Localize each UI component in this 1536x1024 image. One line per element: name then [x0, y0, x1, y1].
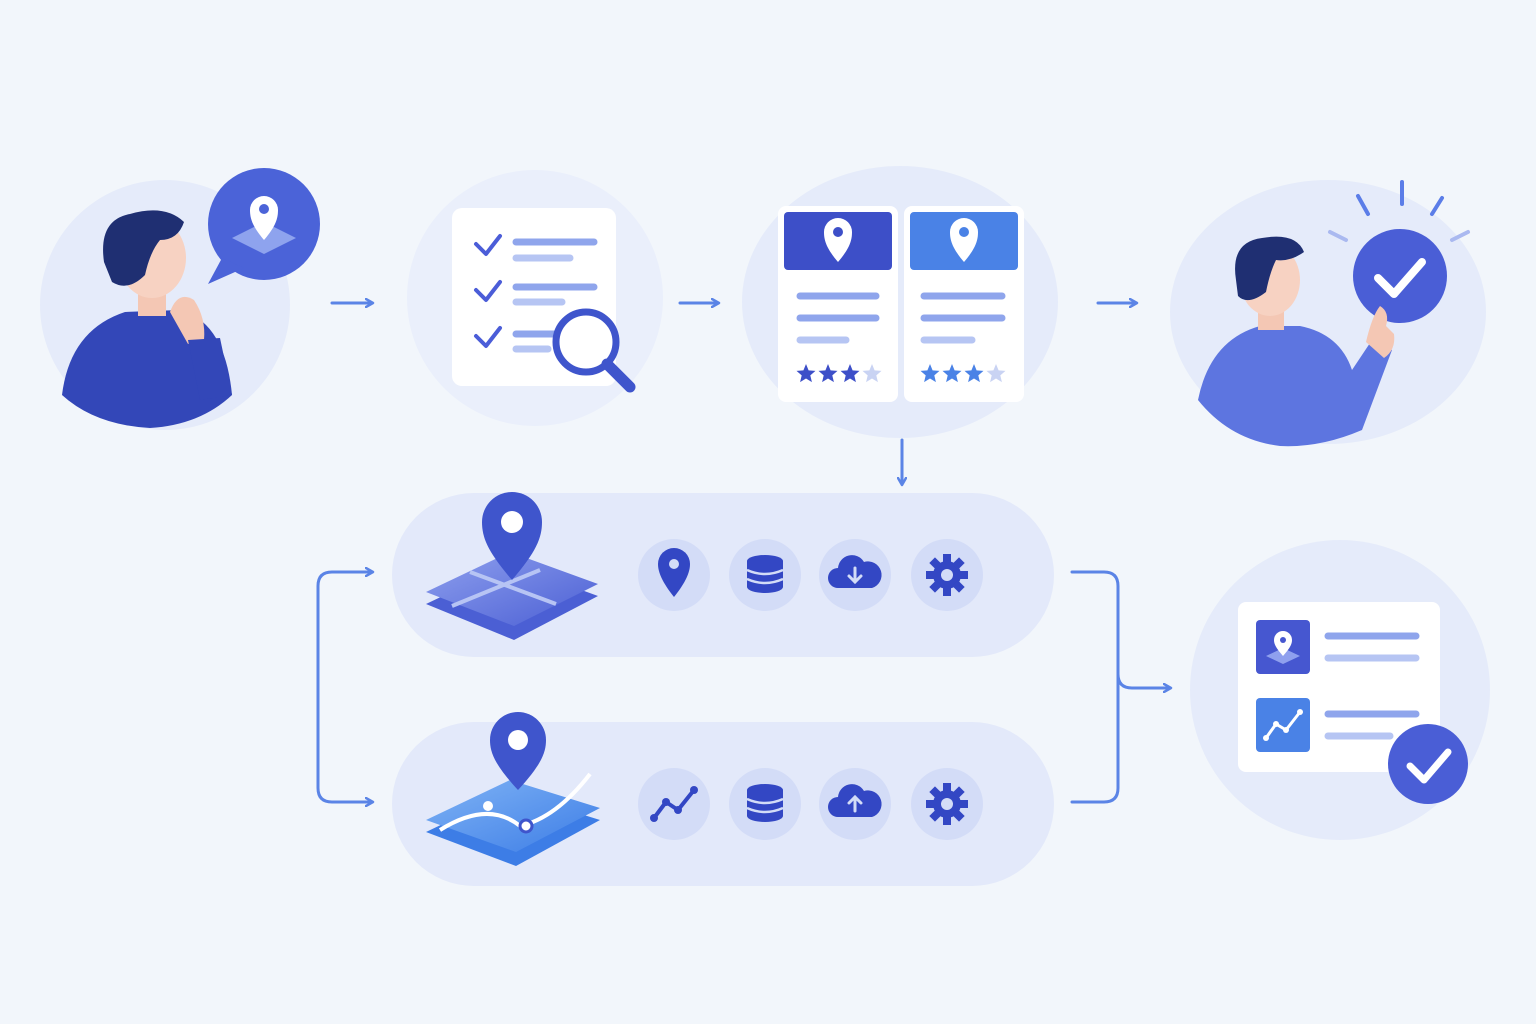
step-compare-cards — [742, 166, 1058, 438]
gear-icon — [911, 539, 983, 611]
star-filled-icon — [796, 364, 816, 383]
check-icon — [1353, 229, 1447, 323]
chart-line-icon — [1256, 698, 1310, 752]
option-card-1 — [778, 206, 898, 402]
step-person-confirm — [1170, 180, 1486, 447]
star-empty-icon — [862, 364, 882, 383]
step-checklist-search — [407, 170, 663, 426]
cloud-icon — [819, 768, 891, 840]
magnifier-icon — [552, 308, 636, 393]
star-rating-icon — [796, 364, 882, 383]
location-pin-icon — [824, 218, 852, 262]
step-thinking-person — [40, 168, 320, 430]
route-map-icon — [426, 712, 600, 866]
star-filled-icon — [920, 364, 940, 383]
star-filled-icon — [964, 364, 984, 383]
result-report — [1190, 540, 1490, 840]
speech-bubble-icon — [208, 168, 320, 284]
star-filled-icon — [942, 364, 962, 383]
map-pin-icon — [426, 492, 598, 640]
star-filled-icon — [840, 364, 860, 383]
checklist-icon — [474, 234, 598, 353]
location-pin-icon — [950, 218, 978, 262]
pipeline-map — [392, 492, 1054, 657]
star-filled-icon — [818, 364, 838, 383]
cloud-icon — [819, 539, 891, 611]
chart-line-icon — [638, 768, 710, 840]
database-icon — [729, 539, 801, 611]
merge-connector — [1070, 570, 1170, 804]
split-connector — [316, 572, 372, 802]
pipeline-route — [392, 712, 1054, 886]
location-pin-icon — [638, 539, 710, 611]
star-empty-icon — [986, 364, 1006, 383]
location-pin-icon — [250, 196, 278, 240]
map-icon — [1256, 620, 1310, 674]
option-card-2 — [904, 206, 1024, 402]
database-icon — [729, 768, 801, 840]
gear-icon — [911, 768, 983, 840]
check-icon — [1388, 724, 1468, 804]
star-rating-icon — [920, 364, 1006, 383]
